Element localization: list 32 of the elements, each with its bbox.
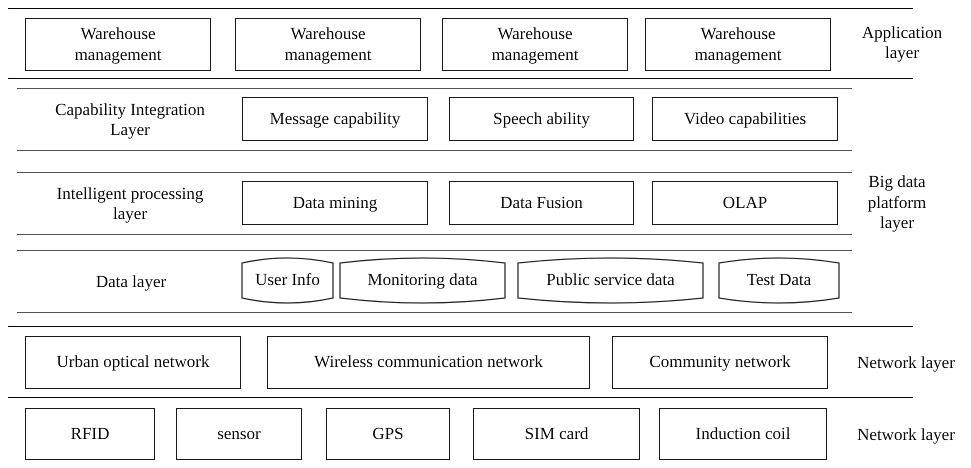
sub-layer-band	[17, 250, 852, 313]
component-box: Video capabilities	[652, 97, 838, 141]
component-box: Warehouse management	[25, 18, 211, 71]
data-store-cylinder: User Info	[241, 256, 334, 305]
component-box: Message capability	[242, 97, 428, 141]
sub-layer-band	[17, 172, 852, 235]
component-box: sensor	[176, 408, 302, 460]
component-box: Warehouse management	[235, 18, 421, 71]
component-box: Urban optical network	[25, 336, 241, 389]
component-box: Wireless communication network	[267, 336, 590, 389]
layer-heading: Network layer	[856, 352, 956, 374]
component-box: OLAP	[652, 181, 838, 225]
layer-heading: Intelligent processing layer	[56, 182, 204, 225]
component-box: Warehouse management	[442, 18, 628, 71]
component-box: RFID	[25, 408, 155, 460]
layer-heading: Network layer	[856, 424, 956, 446]
layer-heading: Application layer	[860, 22, 944, 64]
component-box: GPS	[326, 408, 450, 460]
component-box: Warehouse management	[645, 18, 831, 71]
data-store-cylinder: Test Data	[718, 256, 840, 305]
sub-layer-band	[17, 88, 852, 151]
component-box: Community network	[612, 336, 828, 389]
component-box: Speech ability	[449, 97, 634, 141]
layer-heading: Big data platform layer	[866, 171, 928, 234]
component-box: Induction coil	[659, 408, 827, 460]
layer-heading: Data layer	[94, 270, 168, 293]
data-store-cylinder: Monitoring data	[339, 256, 506, 305]
data-store-cylinder: Public service data	[517, 256, 704, 305]
layer-heading: Capability Integration Layer	[54, 98, 206, 141]
component-box: SIM card	[473, 408, 640, 460]
component-box: Data mining	[242, 181, 428, 225]
component-box: Data Fusion	[449, 181, 634, 225]
